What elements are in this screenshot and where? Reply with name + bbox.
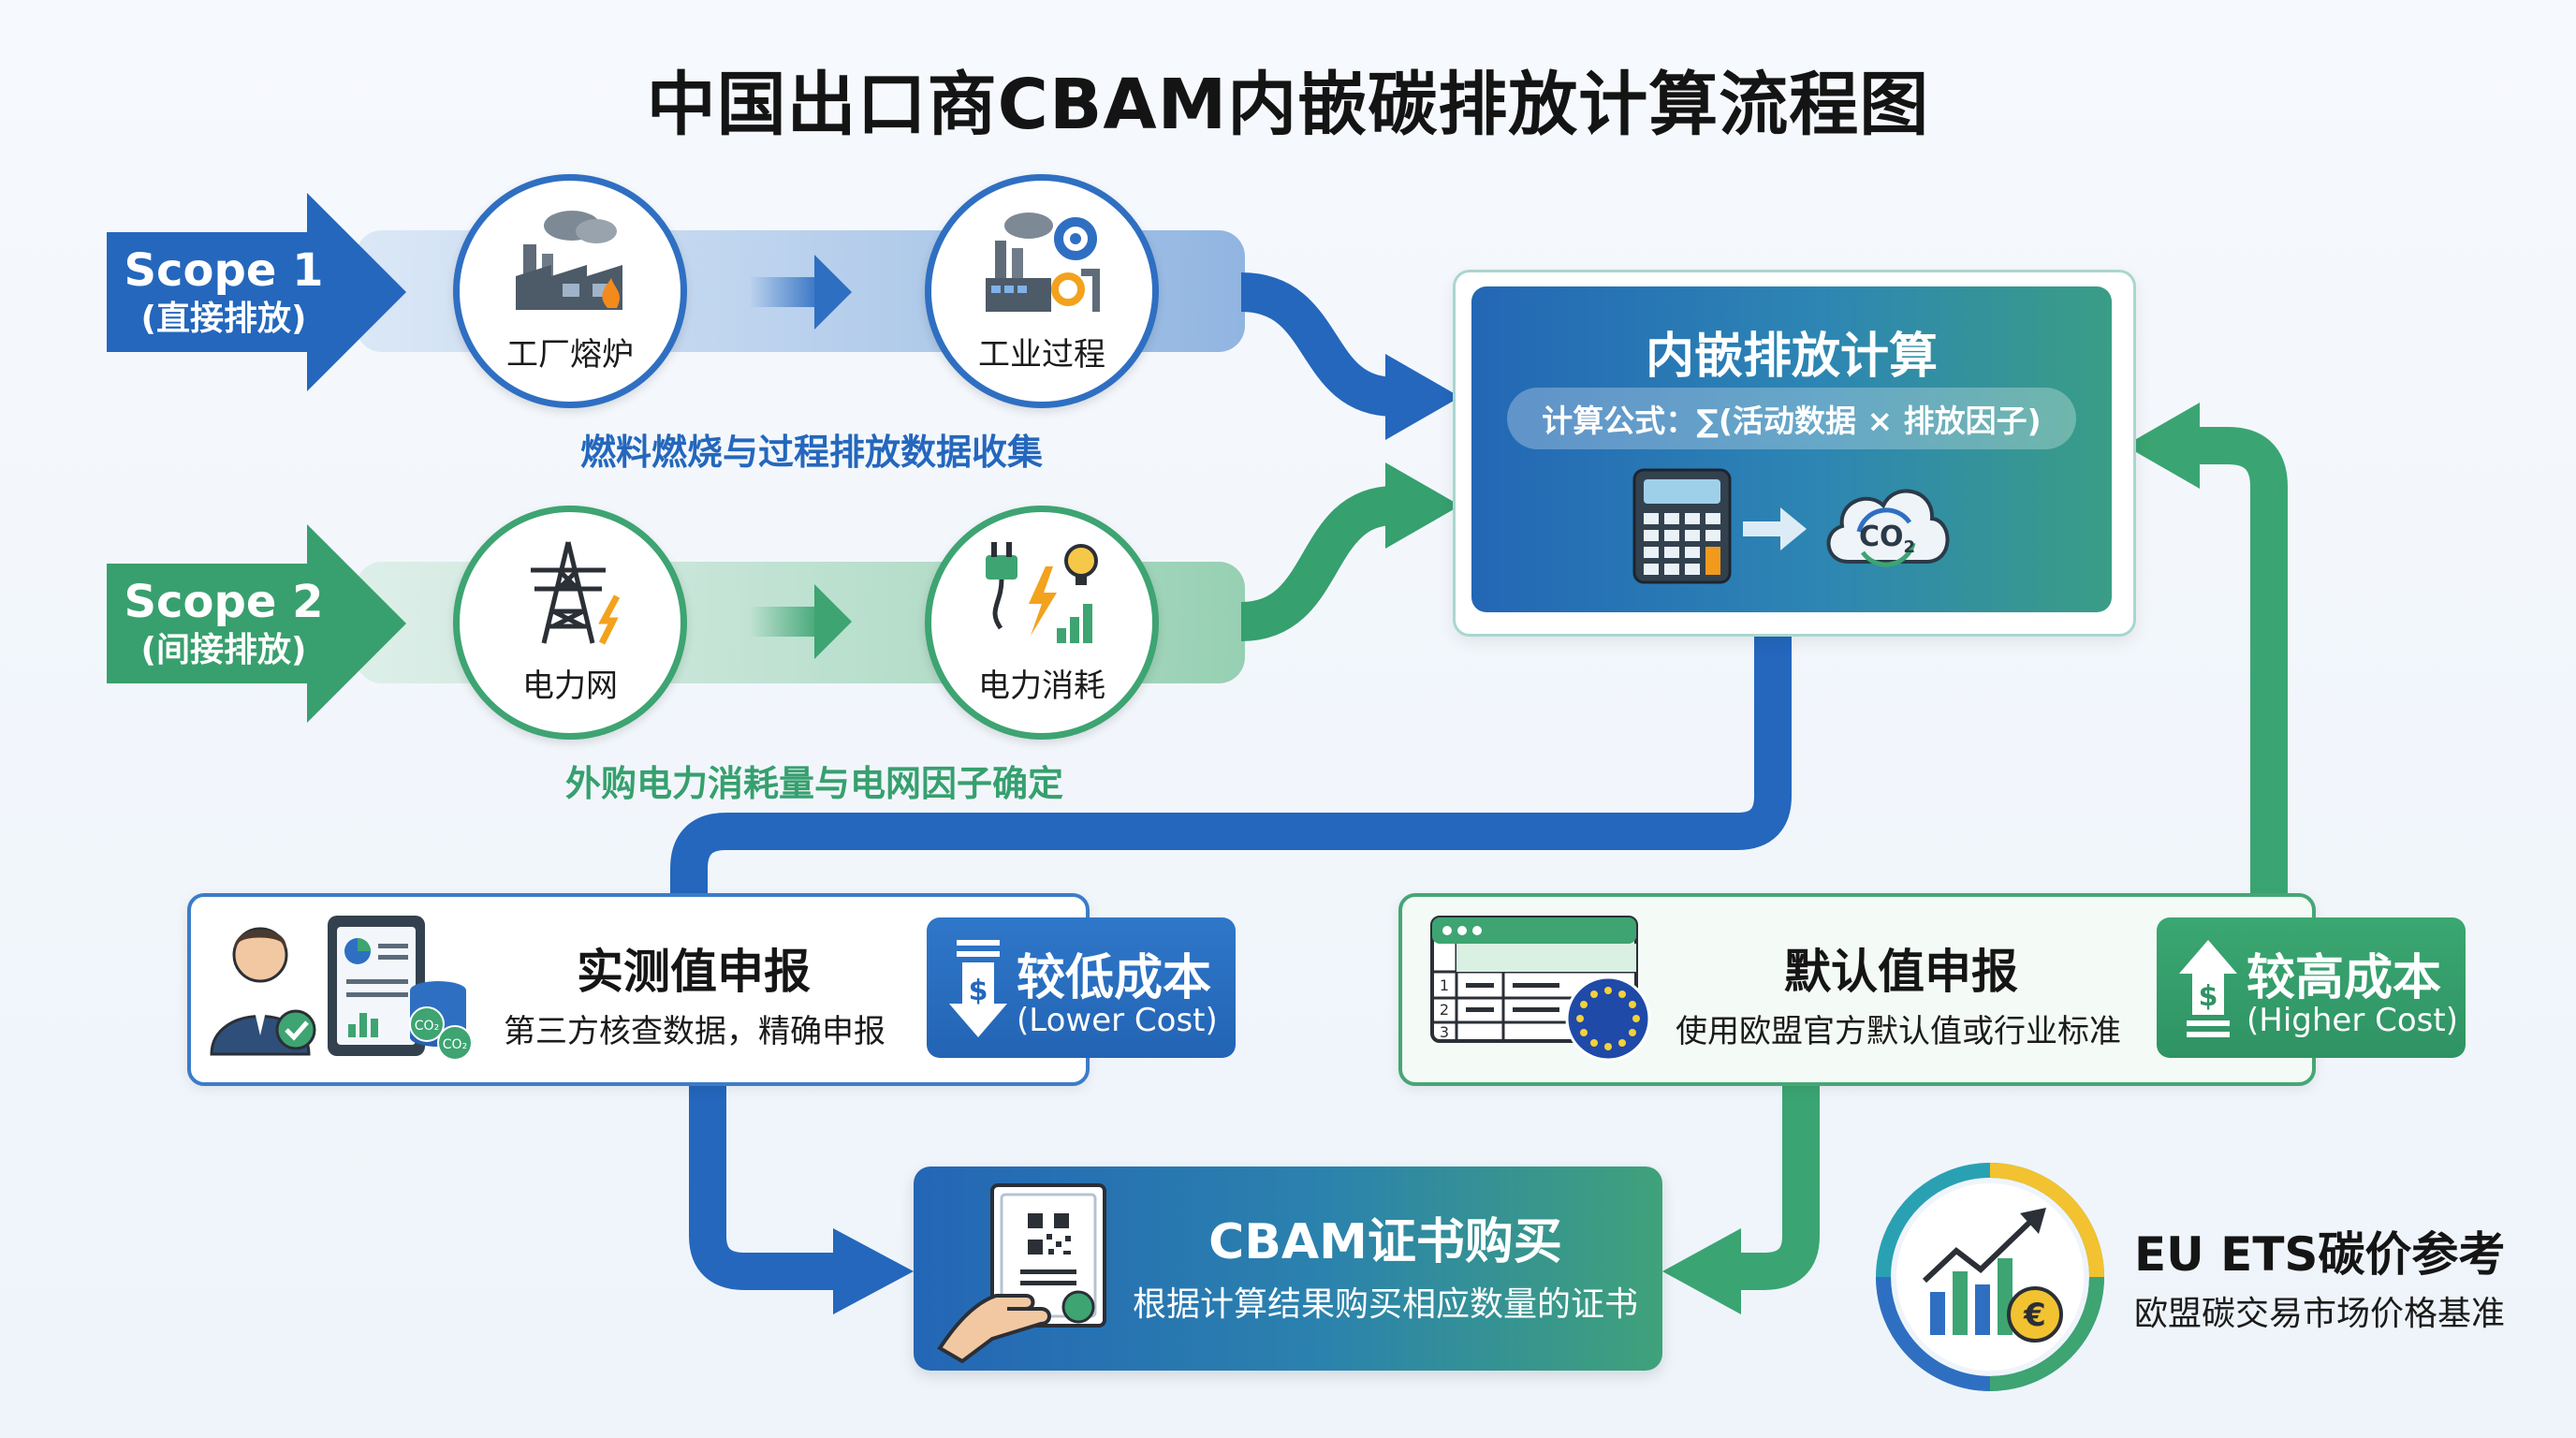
power-grid-icon <box>531 541 621 645</box>
scope1-name: Scope 1 <box>124 244 324 297</box>
arrow-right-icon <box>1743 507 1807 550</box>
node-label: 电力消耗 <box>978 668 1105 705</box>
node-power-consumption: 电力消耗 <box>925 506 1159 740</box>
scope2-sub: (间接排放) <box>140 631 307 669</box>
scope1-arrow: Scope 1 (直接排放) <box>107 193 406 391</box>
row-number: 1 <box>1440 976 1449 994</box>
scope1-inner-arrow <box>749 255 852 330</box>
bar-chart-icon <box>1922 1208 2046 1335</box>
calculator-icon <box>1632 468 1732 584</box>
lower-cost-badge: $ 较低成本 (Lower Cost) <box>927 917 1236 1058</box>
calc-formula: 计算公式：∑(活动数据 × 排放因子) <box>1507 388 2076 449</box>
node-label: 工业过程 <box>978 336 1105 374</box>
node-label: 电力网 <box>522 668 618 705</box>
cloud-icon <box>1826 489 1950 564</box>
higher-cost-label: 较高成本 <box>2247 950 2442 1006</box>
dollar-symbol: $ <box>969 975 988 1007</box>
scope1-sub: (直接排放) <box>140 300 307 338</box>
co2-subscript: 2 <box>1903 537 1916 557</box>
euro-coin-icon <box>2007 1286 2063 1343</box>
dollar-symbol: $ <box>2199 980 2218 1013</box>
co2-tag: CO₂ <box>443 1037 467 1052</box>
node-factory-furnace: 工厂熔炉 <box>453 174 687 408</box>
actual-desc: 第三方核查数据，精确申报 <box>504 1013 886 1050</box>
higher-cost-badge: $ 较高成本 (Higher Cost) <box>2157 917 2466 1058</box>
higher-cost-sub: (Higher Cost) <box>2247 1002 2458 1039</box>
calc-box <box>1471 286 2112 612</box>
page-title: 中国出口商CBAM内嵌碳排放计算流程图 <box>646 65 1930 145</box>
node-label: 工厂熔炉 <box>506 336 634 374</box>
euro-symbol: € <box>2023 1297 2046 1334</box>
scope2-name: Scope 2 <box>124 576 324 628</box>
default-desc: 使用欧盟官方默认值或行业标准 <box>1676 1013 2121 1050</box>
scope1-caption: 燃料燃烧与过程排放数据收集 <box>580 432 1044 473</box>
actual-to-cert-arrow <box>689 1086 842 1290</box>
node-power-grid: 电力网 <box>453 506 687 740</box>
certificate-icon <box>937 1183 1106 1363</box>
scope2-caption: 外购电力消耗量与电网因子确定 <box>565 763 1064 804</box>
scope1-to-calc-arrow <box>1239 272 1397 417</box>
calc-title: 内嵌排放计算 <box>1645 329 1938 385</box>
row-number: 2 <box>1440 1001 1449 1019</box>
co2-label: CO <box>1858 521 1904 553</box>
spreadsheet-eu-icon: 1 2 3 <box>1430 916 1651 1062</box>
default-to-cert-arrow <box>1732 1086 1820 1290</box>
calc-to-actual-arrow <box>670 612 1792 895</box>
actual-title: 实测值申报 <box>577 945 811 999</box>
auditor-icon: CO₂ CO₂ <box>210 916 473 1061</box>
scope2-arrow: Scope 2 (间接排放) <box>107 524 406 723</box>
lower-cost-label: 较低成本 <box>1017 950 1212 1006</box>
ets-badge: € <box>1874 1161 2106 1393</box>
co2-tag: CO₂ <box>415 1019 439 1034</box>
co2-cloud: CO2 <box>1816 464 1956 586</box>
default-title: 默认值申报 <box>1784 945 2018 999</box>
lower-cost-sub: (Lower Cost) <box>1017 1002 1218 1039</box>
factory-furnace-icon <box>516 211 622 310</box>
ets-title: EU ETS碳价参考 <box>2134 1227 2506 1282</box>
scope2-inner-arrow <box>749 584 852 659</box>
cost-up-icon: $ <box>2179 940 2237 1037</box>
certificate-title: CBAM证书购买 <box>1208 1214 1562 1270</box>
row-number: 3 <box>1440 1023 1449 1041</box>
default-to-calc-arrow <box>2190 427 2288 895</box>
ets-desc: 欧盟碳交易市场价格基准 <box>2134 1295 2506 1333</box>
certificate-desc: 根据计算结果购买相应数量的证书 <box>1132 1285 1638 1324</box>
cost-down-icon: $ <box>949 940 1007 1037</box>
industrial-process-icon <box>986 213 1100 312</box>
node-industrial-process: 工业过程 <box>925 174 1159 408</box>
power-consumption-icon <box>986 542 1098 643</box>
scope2-to-calc-arrow <box>1239 486 1397 641</box>
